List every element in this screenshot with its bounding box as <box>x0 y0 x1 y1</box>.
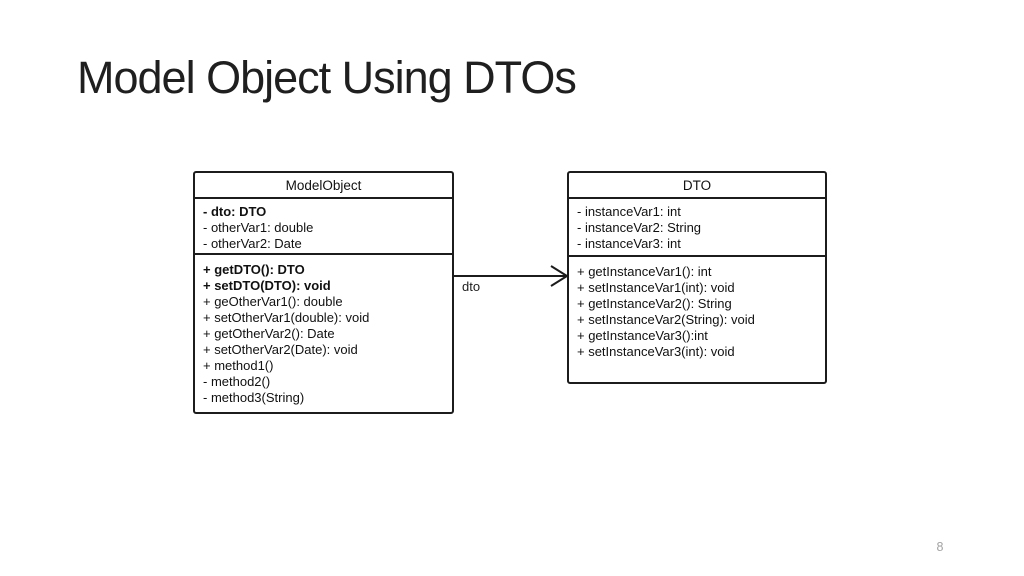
association-arrow <box>452 265 569 287</box>
uml-class-dto: DTO - instanceVar1: int - instanceVar2: … <box>567 171 827 384</box>
class-method: + getDTO(): DTO <box>203 262 305 277</box>
class-attribute: - instanceVar3: int <box>577 236 681 251</box>
class-attribute: - instanceVar1: int <box>577 204 681 219</box>
class-methods-section: + getDTO(): DTO + setDTO(DTO): void + ge… <box>195 255 452 406</box>
class-method: - method2() <box>203 374 271 389</box>
class-methods-section: + getInstanceVar1(): int + setInstanceVa… <box>569 257 825 360</box>
class-method: + getInstanceVar3():int <box>577 328 708 343</box>
class-method: + getInstanceVar2(): String <box>577 296 732 311</box>
class-method: + setInstanceVar1(int): void <box>577 280 735 295</box>
class-name: ModelObject <box>195 173 452 199</box>
class-method: + setInstanceVar2(String): void <box>577 312 755 327</box>
class-attribute: - dto: DTO <box>203 204 267 219</box>
class-method: + getOtherVar2(): Date <box>203 326 335 341</box>
slide-title: Model Object Using DTOs <box>77 52 577 103</box>
class-name: DTO <box>569 173 825 199</box>
class-attributes-section: - instanceVar1: int - instanceVar2: Stri… <box>569 199 825 257</box>
class-method: + setOtherVar2(Date): void <box>203 342 358 357</box>
class-attribute: - instanceVar2: String <box>577 220 702 235</box>
class-method: + getInstanceVar1(): int <box>577 264 712 279</box>
class-method: - method3(String) <box>203 390 305 405</box>
class-method: + method1() <box>203 358 274 373</box>
class-attributes-section: - dto: DTO - otherVar1: double - otherVa… <box>195 199 452 255</box>
class-attribute: - otherVar1: double <box>203 220 314 235</box>
uml-class-modelobject: ModelObject - dto: DTO - otherVar1: doub… <box>193 171 454 414</box>
connector-label: dto <box>462 279 481 294</box>
class-method: + setOtherVar1(double): void <box>203 310 370 325</box>
class-method: + setInstanceVar3(int): void <box>577 344 735 359</box>
class-method: + geOtherVar1(): double <box>203 294 343 309</box>
page-number: 8 <box>936 540 944 554</box>
class-attribute: - otherVar2: Date <box>203 236 302 251</box>
class-method: + setDTO(DTO): void <box>203 278 331 293</box>
